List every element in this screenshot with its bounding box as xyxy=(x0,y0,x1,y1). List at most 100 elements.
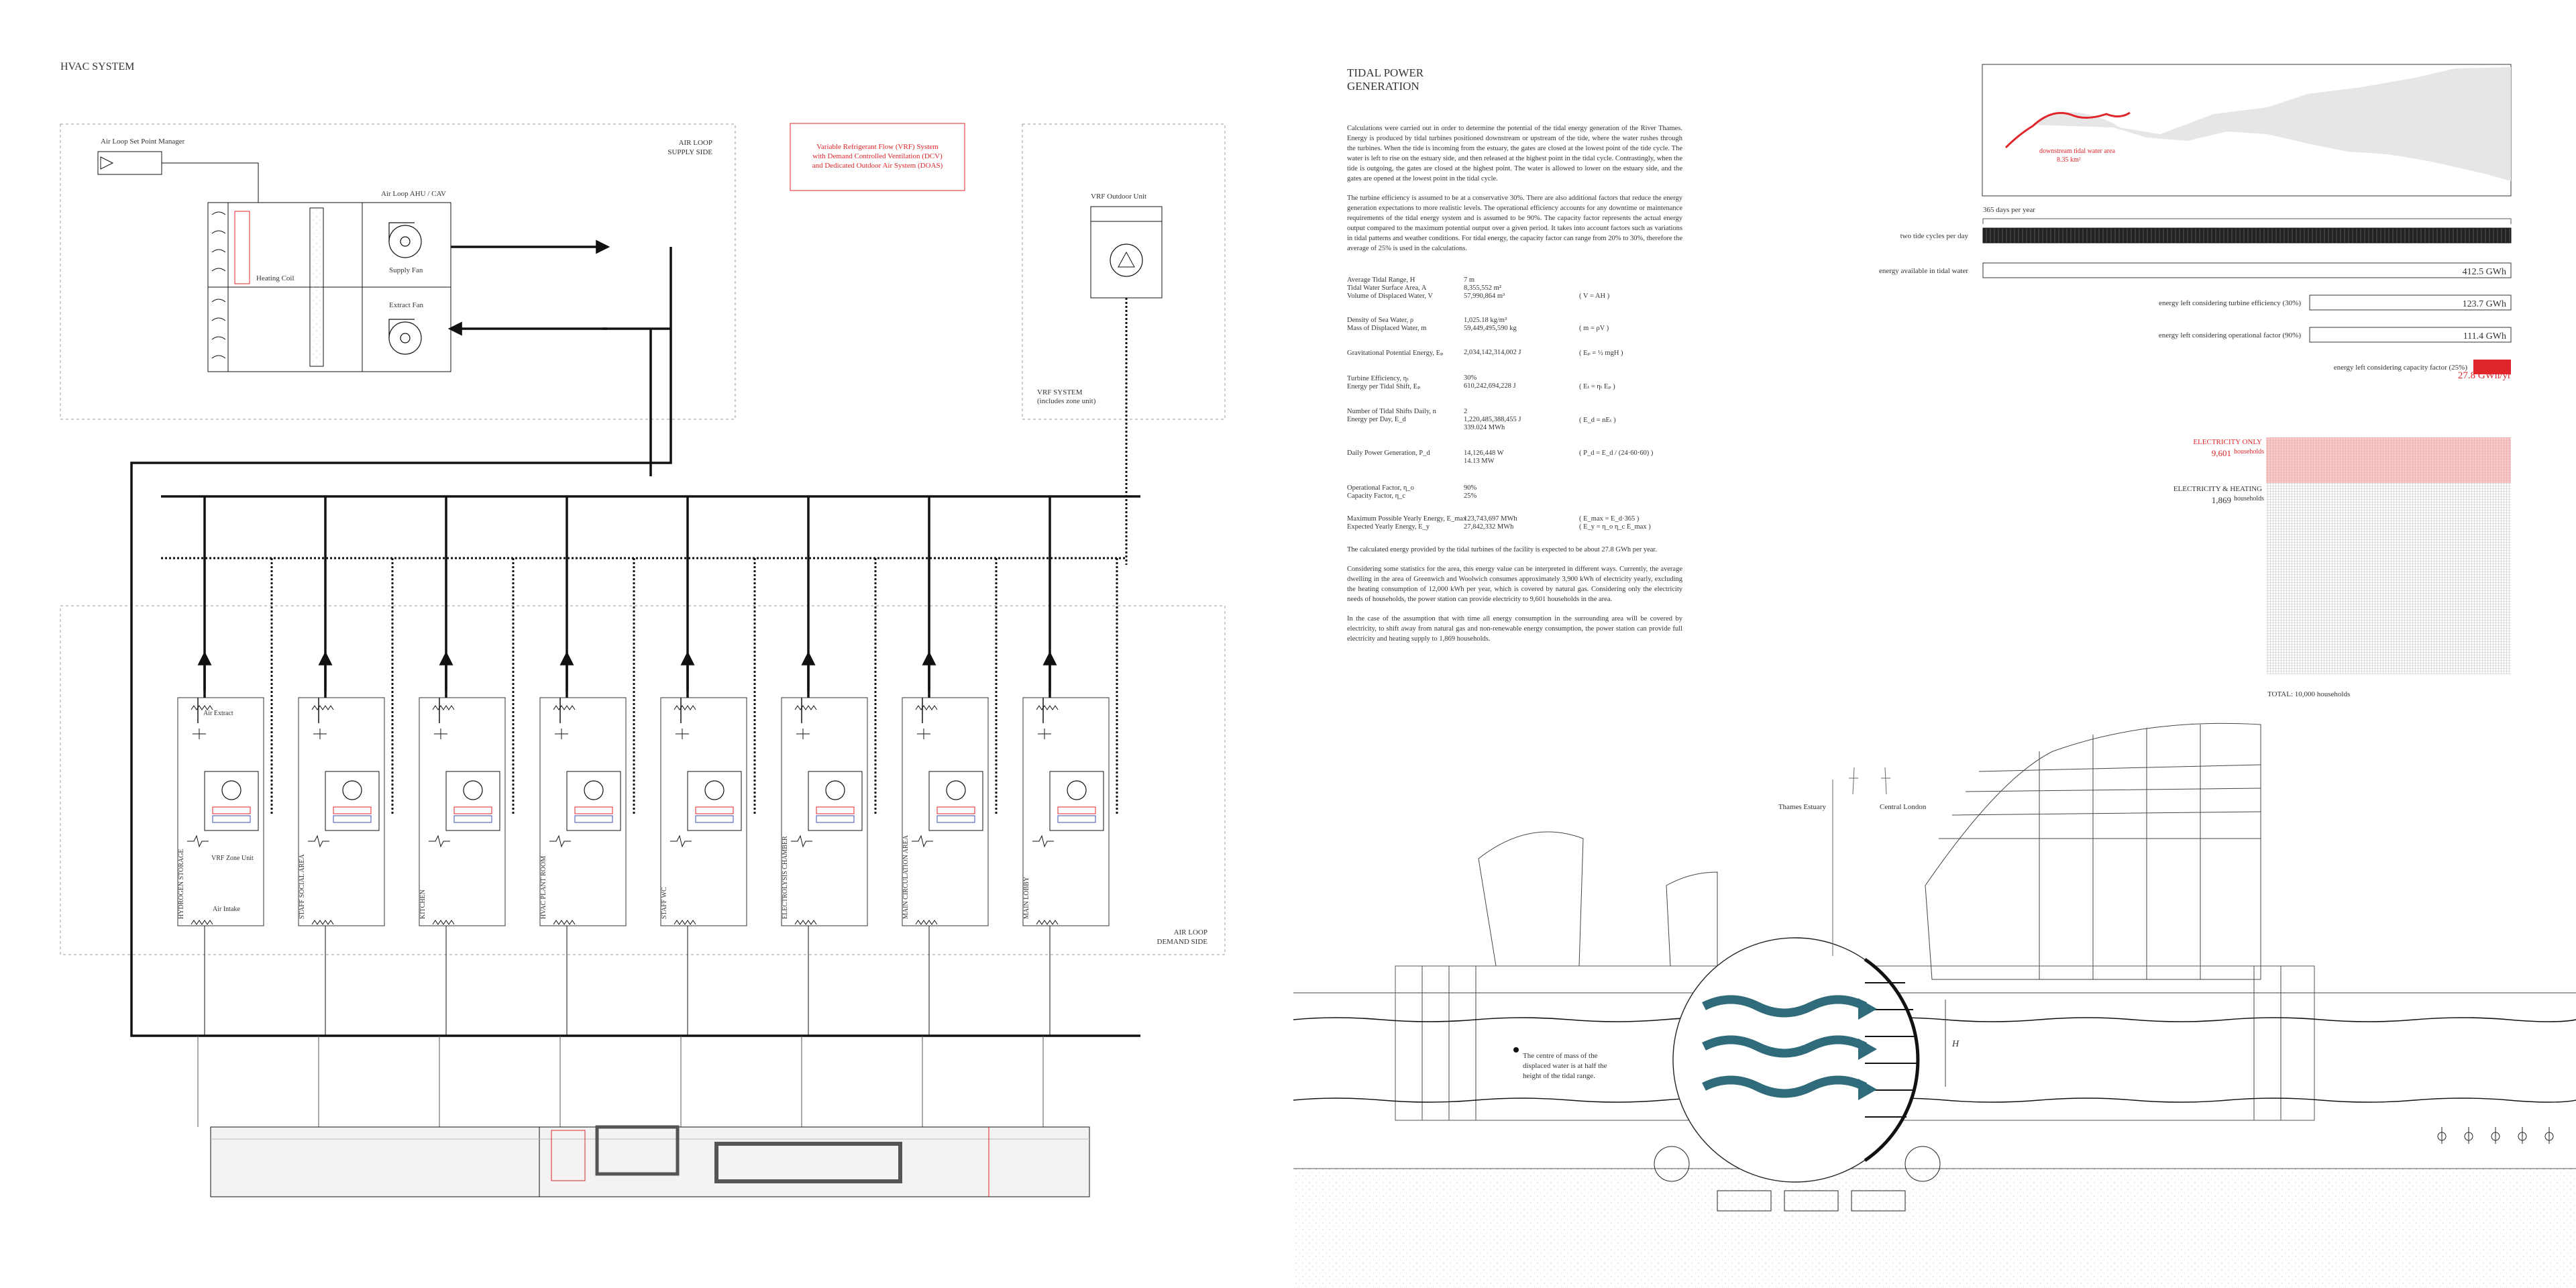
calc-value: 2 xyxy=(1464,408,1468,415)
two-tide-cycles-label: two tide cycles per day xyxy=(1900,232,1969,240)
tidal-paragraph-5: In the case of the assumption that with … xyxy=(1347,615,1682,643)
calc-formula: ( E_max = E_d·365 ) xyxy=(1579,515,1640,523)
zone-unit: HVAC PLANT ROOM xyxy=(539,496,635,1127)
calc-value: 123,743,697 MWh xyxy=(1464,515,1517,523)
zone-unit: ELECTROLYSIS CHAMBER xyxy=(781,496,877,1127)
calc-label: Average Tidal Range, H xyxy=(1347,276,1415,284)
calc-value: 339.024 MWh xyxy=(1464,424,1505,431)
electricity-heating-label: ELECTRICITY & HEATING xyxy=(2174,485,2262,493)
calc-formula: ( V = AH ) xyxy=(1579,292,1610,300)
days-per-year-label: 365 days per year xyxy=(1983,206,2035,214)
tidal-conclusion-text: The calculated energy provided by the ti… xyxy=(1347,545,1682,653)
vrf-note-line-2: with Demand Controlled Ventilation (DCV) xyxy=(812,152,943,160)
calc-value: 57,990,864 m³ xyxy=(1464,292,1505,300)
energy-row-value: 111.4 GWh xyxy=(2463,331,2506,341)
central-london-label: Central London xyxy=(1880,803,1927,811)
energy-row: energy left considering capacity factor … xyxy=(2334,360,2511,374)
zone-unit: MAIN LOBBY xyxy=(1022,496,1118,1127)
calc-value: 27,842,332 MWh xyxy=(1464,523,1514,531)
energy-row-label: energy left considering operational fact… xyxy=(2159,331,2301,339)
calc-label: Expected Yearly Energy, E_y xyxy=(1347,523,1430,531)
calc-formula: ( P_d = E_d / (24·60·60) ) xyxy=(1579,449,1654,457)
zone-label: ELECTROLYSIS CHAMBER xyxy=(782,836,789,919)
energy-row-value: 123.7 GWh xyxy=(2463,299,2506,309)
calc-value: 30% xyxy=(1464,374,1477,382)
hvac-title: HVAC SYSTEM xyxy=(60,61,134,72)
turbine-chamber xyxy=(1654,937,1941,1212)
calc-value: 610,242,694,228 J xyxy=(1464,382,1516,390)
centre-mass-note-2: displaced water is at half the xyxy=(1523,1062,1607,1070)
zone-unit: STAFF WC xyxy=(660,496,756,1127)
storage-tank xyxy=(714,1142,902,1183)
zone-label: HVAC PLANT ROOM xyxy=(540,856,547,919)
calc-label: Tidal Water Surface Area, A xyxy=(1347,284,1427,292)
supply-fan-icon xyxy=(388,222,422,258)
tidal-title-2: GENERATION xyxy=(1347,80,1419,93)
set-point-manager-label: Air Loop Set Point Manager xyxy=(101,138,185,146)
zone-unit: MAIN CIRCULATION AREA xyxy=(902,496,998,1127)
tidal-range-h: H xyxy=(1951,1039,1960,1049)
tidal-intro-text: Calculations were carried out in order t… xyxy=(1347,123,1682,263)
tidal-paragraph-3: The calculated energy provided by the ti… xyxy=(1347,546,1657,553)
calc-label: Capacity Factor, η_c xyxy=(1347,492,1405,500)
electricity-only-unit: households xyxy=(2234,448,2264,455)
air-loop-supply-label: AIR LOOP xyxy=(679,139,712,147)
supply-side-boundary xyxy=(60,123,736,420)
set-point-manager-box xyxy=(97,151,162,175)
turbine-units xyxy=(2437,1127,2554,1144)
energy-row-label: energy left considering capacity factor … xyxy=(2334,364,2468,372)
air-loop-demand-label: AIR LOOP xyxy=(1174,928,1208,936)
map-label-2: 8.35 km² xyxy=(2057,156,2081,164)
calc-label: Energy per Tidal Shift, Eₚ xyxy=(1347,383,1421,390)
total-households: TOTAL: 10,000 households xyxy=(2267,690,2350,698)
filter xyxy=(309,207,324,367)
zone-label: STAFF SOCIAL AREA xyxy=(299,854,306,919)
extract-fan-icon xyxy=(388,319,422,355)
calc-value: 8,355,552 m² xyxy=(1464,284,1501,292)
zone-unit: KITCHEN xyxy=(419,496,515,1127)
power-station-section xyxy=(1293,722,2576,1288)
energy-row: energy left considering operational fact… xyxy=(2159,327,2512,343)
zone-label: KITCHEN xyxy=(419,890,427,919)
damper-icon xyxy=(211,211,226,359)
demand-side-boundary xyxy=(60,605,1226,955)
zone-unit: STAFF SOCIAL AREA xyxy=(298,496,394,1127)
result-value: 27.8 GWh/yr xyxy=(2458,370,2511,381)
calc-value: 7 m xyxy=(1464,276,1475,284)
calc-formula: ( Eₚ = ½ mgH ) xyxy=(1579,350,1623,357)
calc-value: 1,220,485,388,455 J xyxy=(1464,416,1521,423)
electricity-only-count: 9,601 xyxy=(2212,448,2231,458)
tidal-paragraph-4: Considering some statistics for the area… xyxy=(1347,566,1682,603)
extract-fan-label: Extract Fan xyxy=(389,301,424,309)
energy-row-label: energy left considering turbine efficien… xyxy=(2159,299,2301,307)
calc-value: 14,126,448 W xyxy=(1464,449,1504,457)
centre-mass-point xyxy=(1513,1047,1519,1053)
vrf-zone-unit-label: VRF Zone Unit xyxy=(211,855,254,862)
calc-value: 59,449,495,590 kg xyxy=(1464,325,1517,332)
vrf-system-label: VRF SYSTEM xyxy=(1037,388,1083,396)
electricity-heating-count: 1,869 xyxy=(2212,495,2231,505)
calc-label: Mass of Displaced Water, m xyxy=(1347,325,1427,332)
centre-mass-note-3: height of the tidal range. xyxy=(1523,1072,1595,1080)
households-electricity-only xyxy=(2266,437,2511,483)
calc-label: Maximum Possible Yearly Energy, E_max xyxy=(1347,515,1467,523)
electricity-only-label: ELECTRICITY ONLY xyxy=(2193,438,2262,446)
ahu-label: Air Loop AHU / CAV xyxy=(381,190,446,198)
vrf-outdoor-unit-label: VRF Outdoor Unit xyxy=(1091,193,1146,201)
calc-label: Density of Sea Water, ρ xyxy=(1347,317,1414,324)
calc-formula: ( E_d = nEₜ ) xyxy=(1579,417,1616,424)
calc-label: Energy per Day, E_d xyxy=(1347,416,1406,423)
energy-row-label: energy available in tidal water xyxy=(1879,267,1968,275)
calc-value: 1,025.18 kg/m³ xyxy=(1464,317,1507,324)
thames-estuary-label: Thames Estuary xyxy=(1778,803,1827,811)
map-label-1: downstream tidal water area xyxy=(2039,148,2116,155)
zone-label: MAIN CIRCULATION AREA xyxy=(902,835,910,919)
air-intake-label: Air Intake xyxy=(213,906,240,913)
centre-mass-note-1: The centre of mass of the xyxy=(1523,1052,1598,1060)
zone-label: STAFF WC xyxy=(661,887,668,919)
calc-label: Gravitational Potential Energy, Eₚ xyxy=(1347,350,1444,357)
tidal-water-area xyxy=(2004,111,2131,149)
calc-label: Turbine Efficiency, ηₜ xyxy=(1347,375,1409,382)
calc-value: 2,034,142,314,002 J xyxy=(1464,349,1521,356)
